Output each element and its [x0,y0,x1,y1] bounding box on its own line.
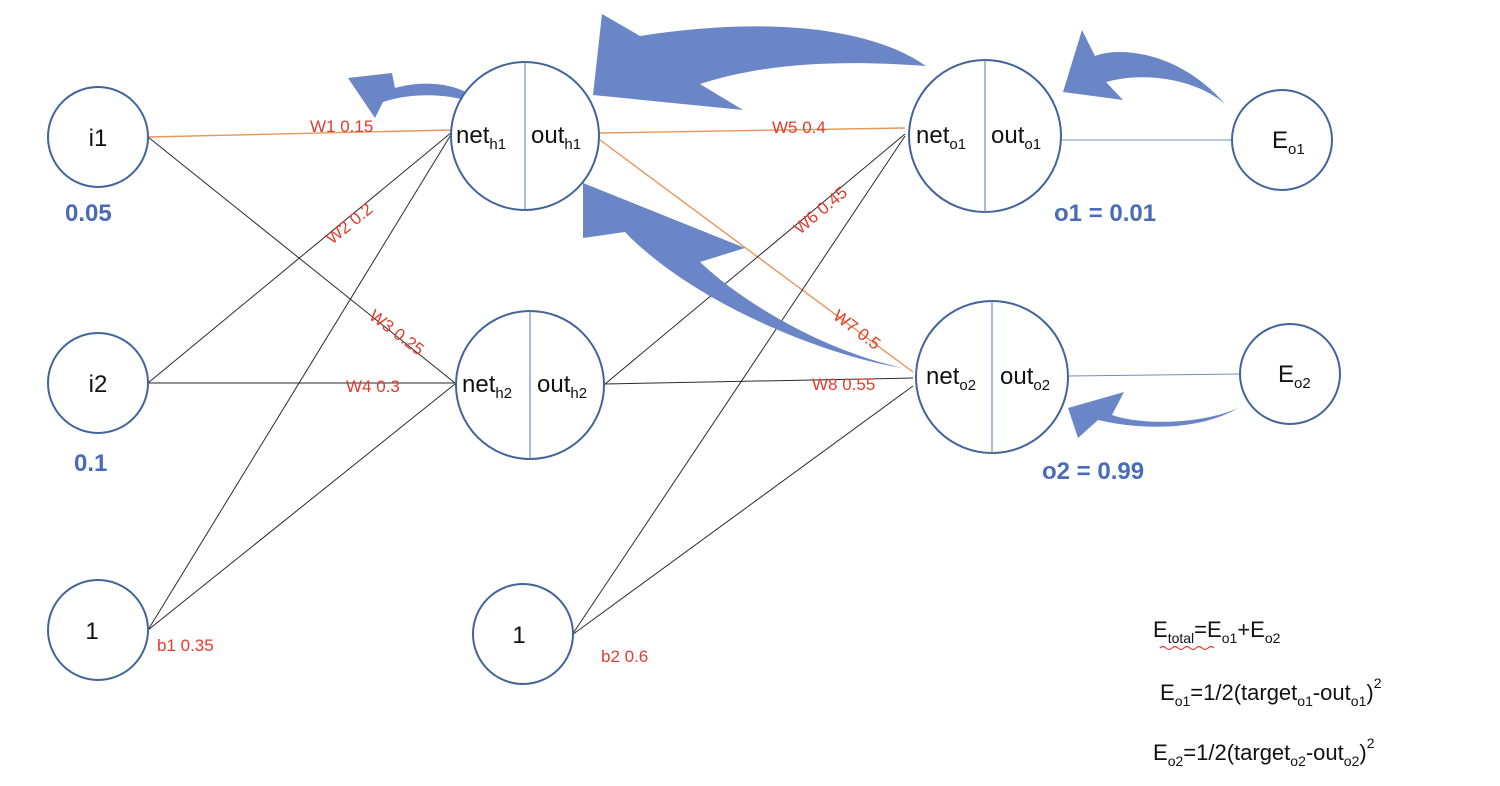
formula-e-total: Etotal=Eo1+Eo2 [1153,617,1281,646]
value-labels: 0.05 0.1 o1 = 0.01 o2 = 0.99 [65,200,1156,485]
bias-node-1-label: 1 [85,618,98,645]
edges [147,127,1241,636]
backprop-arrow-o1-h1 [593,14,926,110]
weight-label-w4: W4 0.3 [346,377,400,396]
error-node-eo1 [1231,89,1333,191]
edge-h1-o2 [599,139,914,373]
bias-node-1 [47,579,149,681]
backprop-arrows [348,14,1238,438]
output-node-o1-net-label: neto1 [916,122,966,153]
edge-b1-h1 [147,132,453,631]
hidden-node-h2-net-label: neth2 [462,371,512,402]
edge-b1-h2 [147,383,456,631]
bias-node-2-label: 1 [512,622,525,649]
edge-i2-h1 [147,131,453,384]
input-value-i2: 0.1 [74,450,107,477]
backprop-arrow-h1-w1 [348,73,488,118]
weight-label-w8: W8 0.55 [812,375,875,394]
input-node-i2-label: i2 [89,371,108,398]
edge-i1-h1 [147,129,453,138]
target-value-o2: o2 = 0.99 [1042,458,1144,485]
formula-e-o2: Eo2=1/2(targeto2-outo2)2 [1153,735,1375,769]
error-node-eo2 [1239,323,1341,425]
error-node-eo1-label: Eo1 [1272,127,1305,158]
edge-o2-eo2 [1067,373,1241,377]
input-node-i1 [47,86,149,188]
weight-label-b1: b1 0.35 [157,636,214,655]
backprop-arrow-o2-h1 [583,183,903,368]
input-node-i1-label: i1 [89,125,108,152]
error-layer: Eo1 Eo2 [1231,89,1341,425]
input-node-i2 [47,332,149,434]
target-value-o1: o1 = 0.01 [1054,200,1156,227]
weight-label-w1: W1 0.15 [310,117,373,136]
edge-h2-o2 [604,377,914,385]
hidden-layer: neth1 outh1 neth2 outh2 1 [450,61,605,685]
weight-label-w2: W2 0.2 [323,199,377,248]
hidden-node-h1-out-label: outh1 [531,122,581,153]
spellcheck-underline [1159,645,1215,651]
edge-h1-o1 [599,127,906,134]
backprop-arrow-eo2-o2 [1068,392,1238,438]
weight-label-w3: W3 0.25 [366,306,428,359]
weight-label-b2: b2 0.6 [601,647,648,666]
backprop-arrow-eo1-o1 [1063,30,1225,104]
edge-i1-h2 [147,136,456,384]
edge-b2-o1 [571,135,906,636]
output-node-o2-out-label: outo2 [1000,363,1050,394]
input-layer: i1 i2 1 [47,86,149,681]
bias-node-2 [472,583,574,685]
output-layer: neto1 outo1 neto2 outo2 [908,59,1069,454]
hidden-node-h1-net-label: neth1 [456,122,506,153]
weight-label-w7: W7 0.5 [830,306,884,354]
edge-b2-o2 [571,385,914,636]
error-node-eo2-label: Eo2 [1278,361,1311,392]
output-node-o1-out-label: outo1 [991,122,1041,153]
formula-e-o1: Eo1=1/2(targeto1-outo1)2 [1160,675,1382,709]
edge-h2-o1 [604,133,906,385]
output-node-o2-net-label: neto2 [926,363,976,394]
input-value-i1: 0.05 [65,200,112,227]
weight-label-w5: W5 0.4 [772,118,826,137]
hidden-node-h2-out-label: outh2 [537,371,587,402]
error-formulas: Etotal=Eo1+Eo2 Eo1=1/2(targeto1-outo1)2 … [1153,617,1382,769]
